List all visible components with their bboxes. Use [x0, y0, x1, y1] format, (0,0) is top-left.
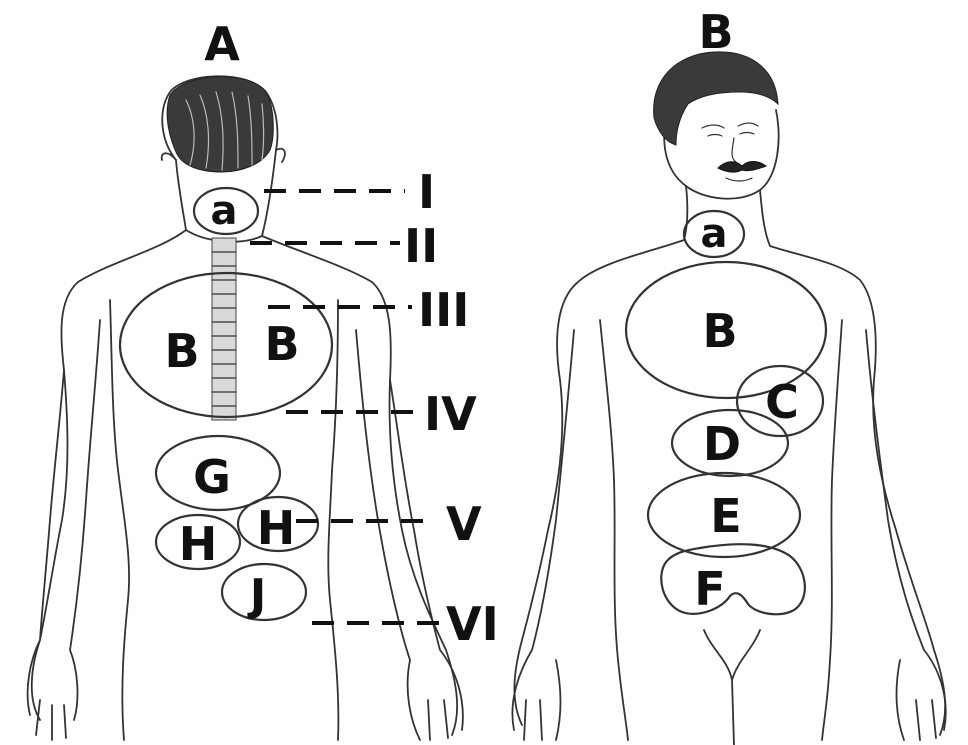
back-left-arm — [28, 320, 100, 740]
level-label-III: III — [418, 283, 469, 337]
front-left-arm — [512, 330, 574, 740]
front-zone-F — [661, 544, 805, 614]
back-label-J: J — [247, 570, 266, 621]
back-label-H-left: H — [179, 517, 218, 571]
front-label-B: B — [702, 304, 737, 358]
figure-front-view: B a B C D E F — [512, 5, 945, 745]
back-spine — [212, 238, 236, 420]
level-label-V: V — [446, 497, 482, 551]
back-label-H-right: H — [257, 501, 296, 555]
level-label-I: I — [418, 165, 435, 219]
front-torso-left — [600, 320, 628, 740]
front-hair — [654, 52, 778, 145]
back-body-outline — [32, 150, 457, 735]
front-label-C: C — [765, 375, 799, 429]
front-mouth — [726, 178, 752, 181]
front-label-a: a — [701, 211, 728, 257]
back-hair — [167, 77, 273, 172]
figure-front-title: B — [698, 5, 733, 59]
front-head-outline — [664, 108, 778, 199]
level-label-II: II — [404, 219, 438, 273]
front-torso-right — [822, 320, 842, 740]
front-label-D: D — [703, 417, 741, 471]
figure-back-title: A — [204, 17, 240, 71]
level-label-IV: IV — [424, 387, 477, 441]
level-label-VI: VI — [446, 597, 499, 651]
front-label-F: F — [694, 562, 725, 616]
front-face-features — [702, 123, 758, 162]
back-label-B-left: B — [164, 324, 199, 378]
front-label-E: E — [710, 489, 741, 543]
back-label-G: G — [193, 450, 231, 504]
front-groin-line — [704, 630, 760, 745]
back-label-a: a — [211, 188, 238, 234]
back-label-B-right: B — [264, 317, 299, 371]
front-right-arm — [866, 330, 946, 740]
back-torso-left — [110, 300, 129, 740]
figure-back-view: A a B B G H H J I II III IV V VI — [28, 17, 499, 740]
front-mustache — [718, 162, 766, 173]
